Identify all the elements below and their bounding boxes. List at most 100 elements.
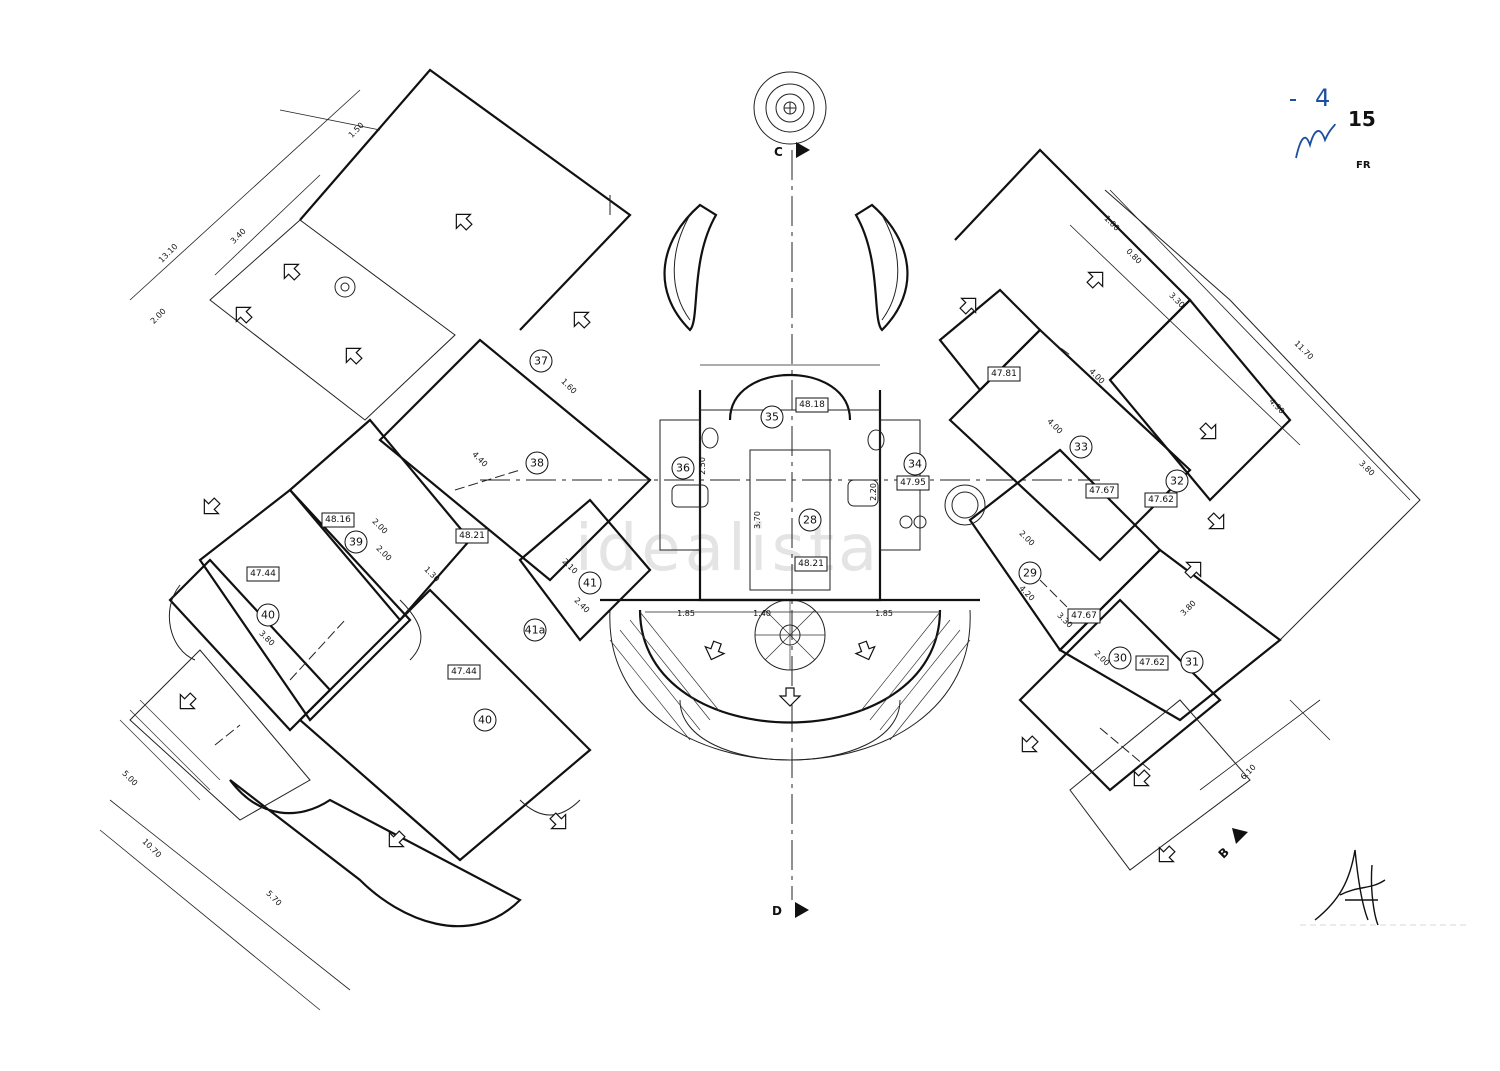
arrow-right-icon [1199,422,1217,440]
elevation-box: 47.81 [987,366,1021,382]
elevation-box: 47.44 [246,566,280,582]
arrow-down-icon [854,640,876,661]
section-marker-b: B [1216,828,1248,861]
dimension-text: 2.20 [869,483,878,501]
svg-text:34: 34 [908,458,922,471]
dimension-text: 10.70 [140,837,163,860]
dimension-text: 11.70 [1292,339,1315,362]
svg-text:41: 41 [583,577,597,590]
dimension-text: 1.85 [875,609,893,618]
svg-text:29: 29 [1023,567,1037,580]
svg-text:31: 31 [1185,656,1199,669]
dimension-text: 3.80 [1179,599,1198,618]
svg-text:48.21: 48.21 [459,531,485,541]
handwritten-number: 4 [1315,84,1330,112]
svg-text:41a: 41a [525,624,546,637]
signature [1300,849,1470,926]
svg-text:47.62: 47.62 [1139,658,1165,668]
dimension-text: 1.85 [677,609,695,618]
arrow-right-icon [1184,561,1202,579]
dimension-text: 3.80 [1357,459,1376,478]
dimension-text: 3.80 [257,629,276,648]
svg-text:47.81: 47.81 [991,369,1017,379]
room-31: 31 [1180,650,1204,674]
svg-text:28: 28 [803,514,817,527]
dimension-lines [99,89,1411,1011]
arrow-down-icon [704,640,726,661]
svg-text:36: 36 [676,462,690,475]
room-41a: 41a [523,618,547,642]
arrow-up-icon [959,297,977,315]
room-40-lower: 40 [473,708,497,732]
arrow-up-icon [235,306,253,324]
arrow-down-icon [549,812,567,830]
svg-text:39: 39 [349,536,363,549]
dimension-text: 13.10 [157,242,180,265]
arrow-up-icon [455,213,473,231]
arrow-right-icon [1207,512,1225,530]
elevation-box: 47.67 [1067,608,1101,624]
svg-text:47.67: 47.67 [1071,611,1097,621]
elevation-labels: 48.18 47.81 47.95 48.21 48.21 48.16 47.4… [246,366,1178,680]
svg-text:40: 40 [478,714,492,727]
page-number: 15 [1348,107,1376,131]
handwritten-initials [1295,123,1336,159]
arrow-down-icon [1158,845,1176,863]
watermark: idealista [575,512,881,586]
room-33: 33 [1069,435,1093,459]
dimension-text: 1.60 [559,377,578,396]
arrow-up-icon [283,263,301,281]
room-32: 32 [1165,469,1189,493]
elevation-box: 47.95 [896,475,930,491]
direction-arrows [179,213,1225,863]
dimension-text: 2.40 [572,596,591,615]
arrow-up-icon [345,347,363,365]
room-41: 41 [578,571,602,595]
dimension-text: 3.70 [753,511,762,529]
room-29: 29 [1018,561,1042,585]
svg-text:32: 32 [1170,475,1184,488]
svg-text:37: 37 [534,355,548,368]
dimension-text: 4.40 [470,450,489,469]
elevation-box: 48.21 [455,528,489,544]
svg-text:30: 30 [1113,652,1127,665]
svg-text:47.67: 47.67 [1089,486,1115,496]
svg-text:47.95: 47.95 [900,478,926,488]
room-36: 36 [671,456,695,480]
arrow-left-icon [388,830,406,848]
svg-text:48.21: 48.21 [798,559,824,569]
section-marker-c: C [774,142,810,159]
dimension-text: 1.40 [753,609,771,618]
arrow-left-icon [179,692,197,710]
dimension-text: 2.00 [1017,529,1036,548]
dimension-text: 6.10 [1239,763,1258,782]
svg-text:D: D [772,904,782,918]
dimension-text: 3.40 [229,227,248,246]
dimension-text: 4.00 [1045,417,1064,436]
handwritten-note: FR [1356,160,1371,171]
room-35: 35 [760,405,784,429]
dimension-text: 5.00 [120,769,139,788]
elevation-box: 47.62 [1135,655,1169,671]
room-39: 39 [344,530,368,554]
arrow-up-icon [1086,271,1104,289]
elevation-box: 48.21 [794,556,828,572]
svg-text:35: 35 [765,411,779,424]
left-wing [119,68,652,928]
arrow-up-icon [573,311,591,329]
arrow-down-icon [1133,769,1151,787]
svg-text:48.16: 48.16 [325,515,351,525]
room-30: 30 [1108,646,1132,670]
room-34: 34 [903,452,927,476]
dimension-text: 1.30 [422,565,441,584]
dimension-text: 2.00 [374,544,393,563]
svg-text:33: 33 [1074,441,1088,454]
elevation-box: 48.16 [321,512,355,528]
room-40-upper: 40 [256,603,280,627]
svg-text:C: C [774,145,783,159]
dimension-text: 2.00 [1092,649,1111,668]
svg-text:B: B [1216,845,1232,861]
room-38: 38 [525,451,549,475]
svg-text:47.44: 47.44 [250,569,276,579]
